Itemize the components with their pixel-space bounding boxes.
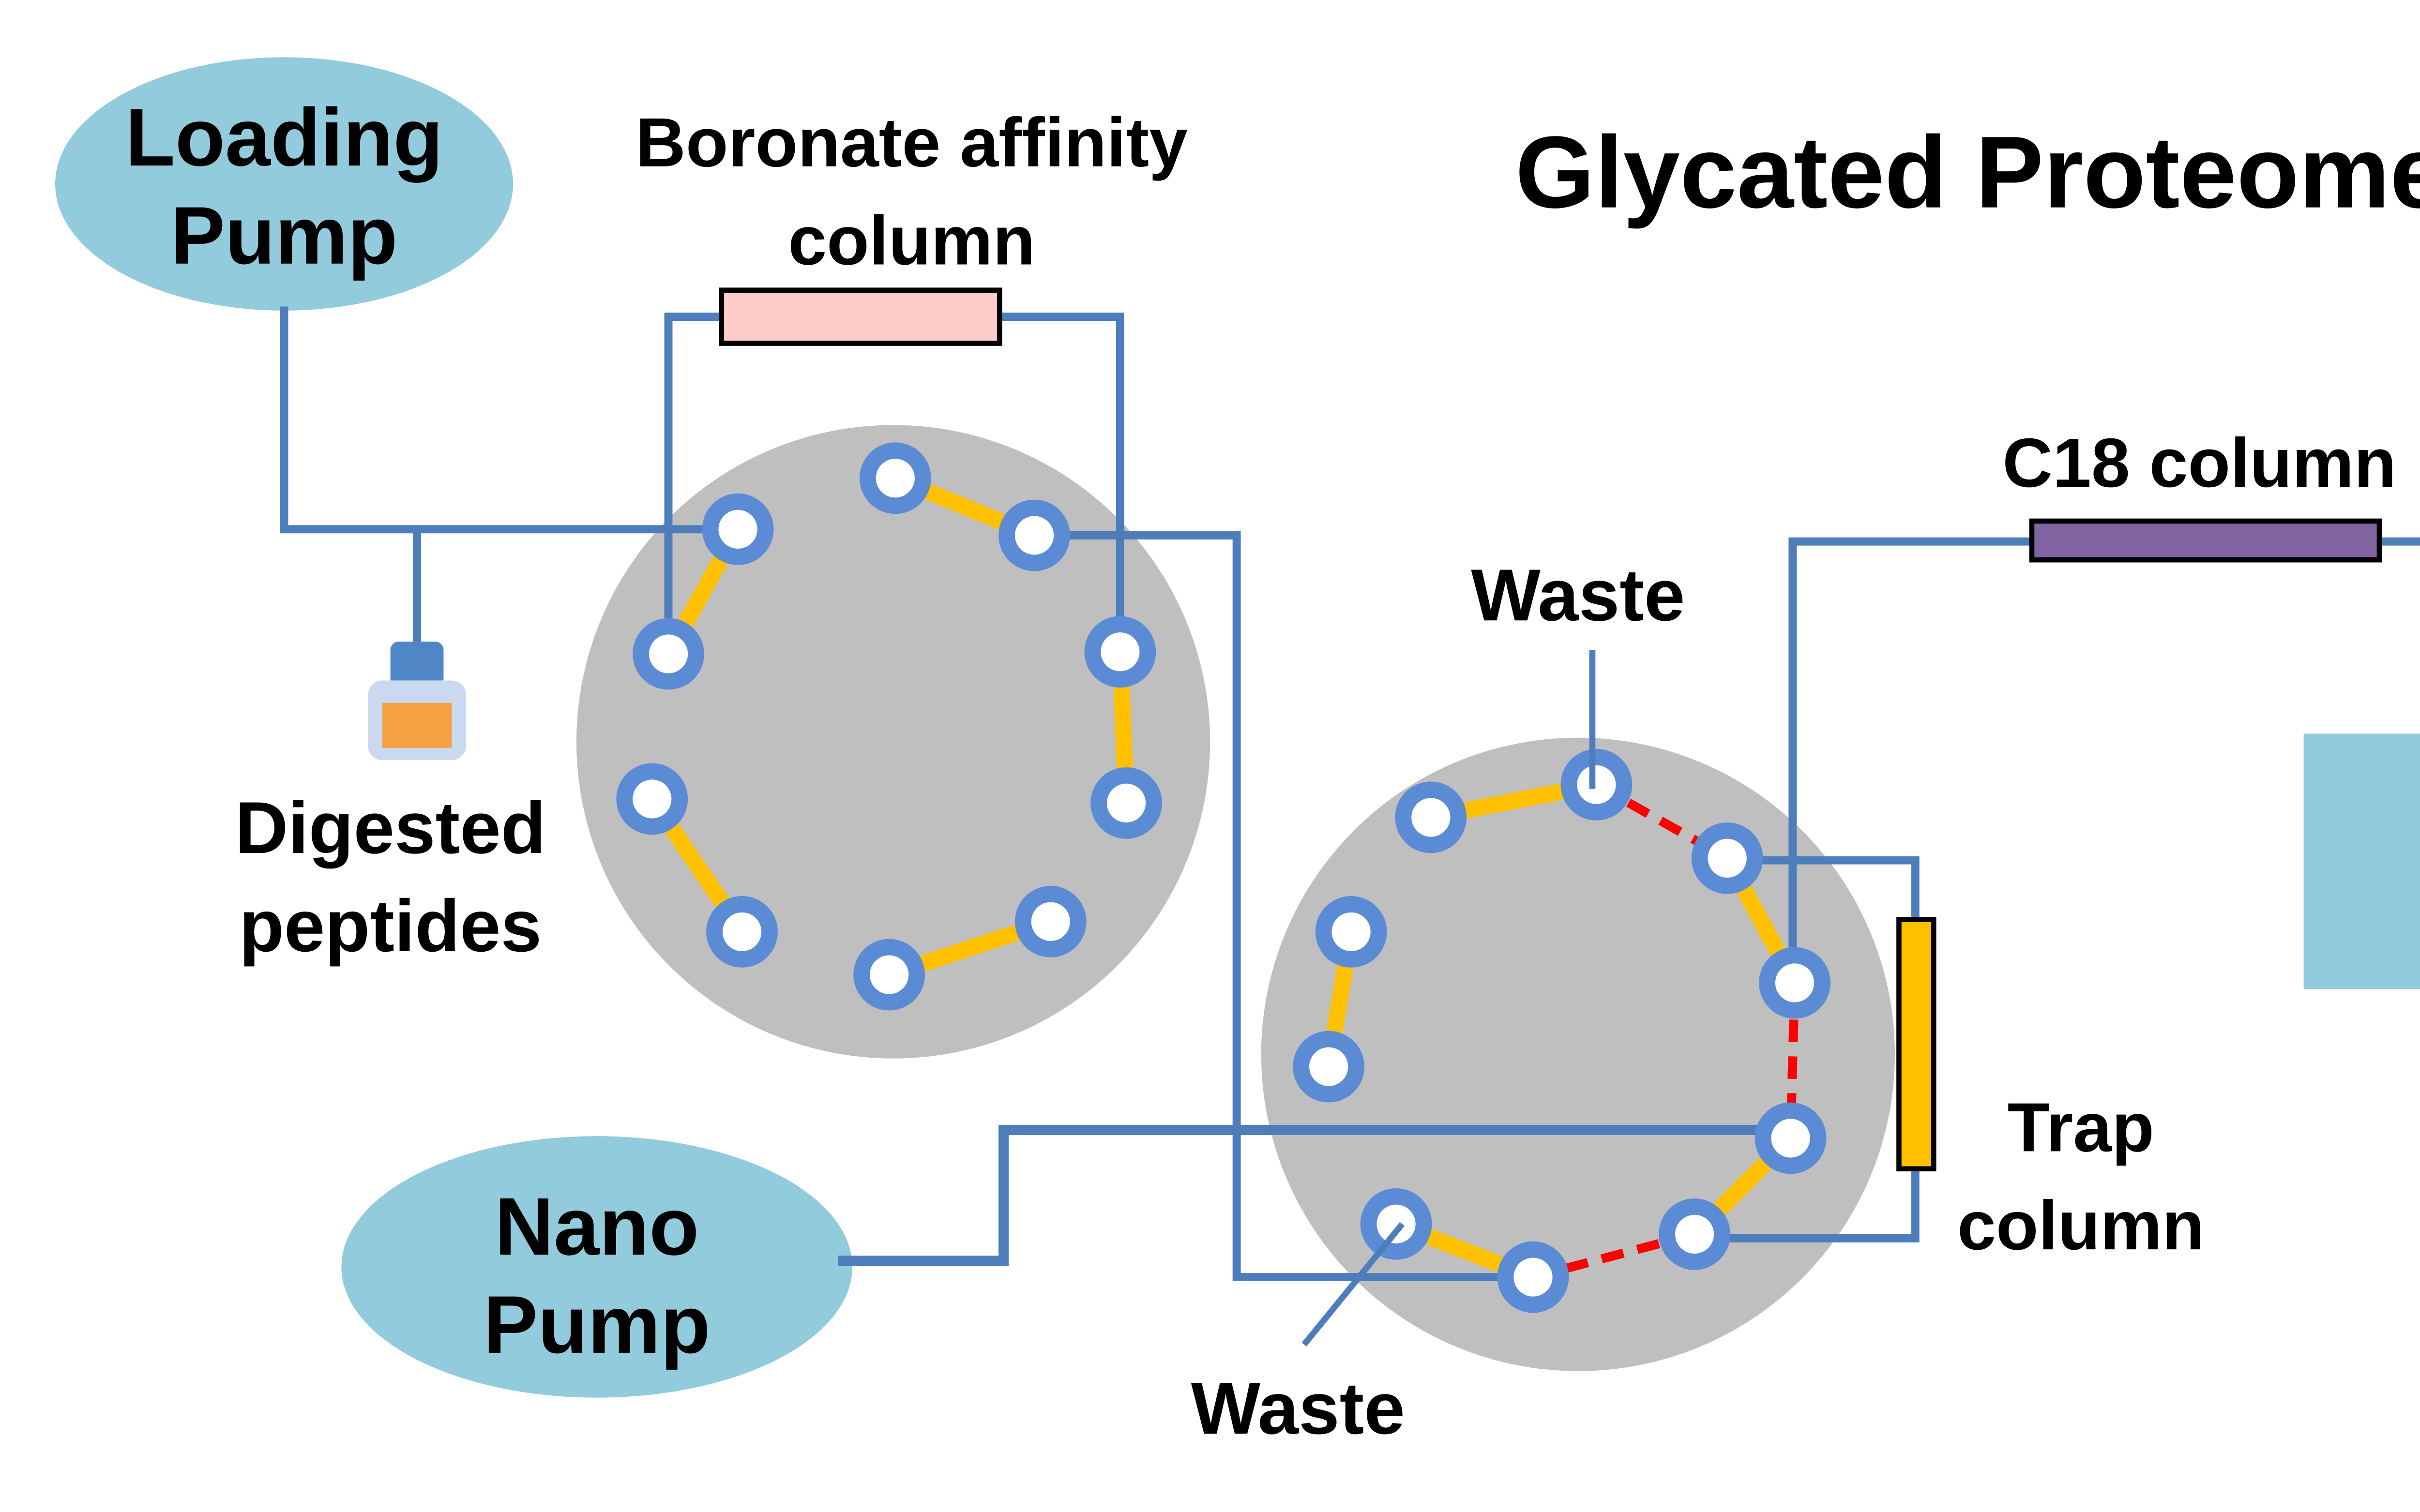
trap-column-label: Trap column (1957, 1082, 2205, 1276)
digested-peptides-label-line1: Digested (235, 785, 546, 869)
trap-valve-port (1659, 1198, 1731, 1270)
boronate-valve-port (702, 493, 774, 565)
boronate-valve-port (616, 763, 688, 835)
right-valve-ports-group (1293, 749, 1830, 1313)
c18-column-right-tubing (2379, 537, 2420, 546)
digested-peptides-label-line2: peptides (239, 883, 542, 967)
c18-column-left-tubing (1788, 537, 2032, 983)
page-title: Glycated Proteome Analysis (1515, 115, 2420, 230)
digested-peptides-label: Digested peptides (235, 779, 546, 973)
nano-pump-tubing (838, 1124, 1791, 1266)
boronate-valve-port (706, 896, 778, 968)
boronate-column-right-tubing (999, 313, 1124, 652)
trap-valve-flow-path-dashed (1532, 1229, 1696, 1282)
trap-valve-port (1754, 1102, 1827, 1174)
trap-valve-port (1315, 896, 1387, 968)
boronate-valve-port (859, 442, 931, 514)
bottle-cap (390, 642, 444, 687)
trap-valve-port (1293, 1031, 1365, 1103)
loading-pump-label-line1: Loading (125, 94, 443, 184)
boronate-valve-port (1014, 885, 1087, 958)
trap-valve-port (1560, 749, 1633, 821)
loading-pump-label-line2: Pump (170, 192, 398, 282)
nano-pump-label-line2: Pump (483, 1281, 711, 1371)
c18-column-label: C18 column (2002, 425, 2397, 503)
boronate-column-label-line2: column (788, 202, 1035, 280)
trap-column-label-line2: column (1957, 1187, 2205, 1265)
trap-valve-port (1497, 1241, 1569, 1313)
boronate-valve-port (853, 939, 925, 1011)
boronate-column-label: Boronate affinity column (635, 97, 1188, 291)
waste-bottom-label: Waste (1191, 1366, 1405, 1450)
trap-valve-port (1691, 822, 1763, 894)
boronate-column-label-line1: Boronate affinity (635, 105, 1188, 183)
boronate-valve-port (998, 499, 1070, 571)
left-valve-ports-group (616, 442, 1162, 1011)
trap-column-bottom-tubing (1694, 1165, 1920, 1243)
nano-pump-label-line1: Nano (495, 1183, 699, 1273)
trap-valve-port (1360, 1188, 1432, 1260)
boronate-valve-port (1084, 616, 1156, 688)
trap-column-shape (1896, 917, 1936, 1172)
bottle-label (382, 703, 452, 748)
trap-valve-port (1759, 947, 1830, 1019)
boronate-affinity-column-shape (719, 287, 1002, 346)
loading-pump-label: Loading Pump (125, 90, 443, 286)
nano-pump-ellipse (341, 1136, 853, 1398)
valve-to-valve-tubing (1034, 531, 1535, 1282)
c18-column-shape (2029, 518, 2382, 563)
boronate-column-left-tubing (664, 313, 728, 654)
waste-top-label: Waste (1471, 553, 1685, 637)
trap-column-label-line1: Trap (2007, 1090, 2154, 1168)
boronate-valve-port (1090, 767, 1162, 839)
trap-valve-port (1395, 781, 1467, 853)
trap-column-top-tubing (1727, 856, 1920, 924)
loading-pump-ellipse (55, 57, 514, 311)
boronate-valve-port (633, 618, 704, 690)
loading-pump-tubing (280, 306, 738, 534)
waste-bottom-pointer-line (1301, 1222, 1405, 1347)
ms-instrument-box: QExactive HF HCD-MS/MS (2303, 734, 2420, 989)
nano-pump-label: Nano Pump (484, 1179, 711, 1375)
